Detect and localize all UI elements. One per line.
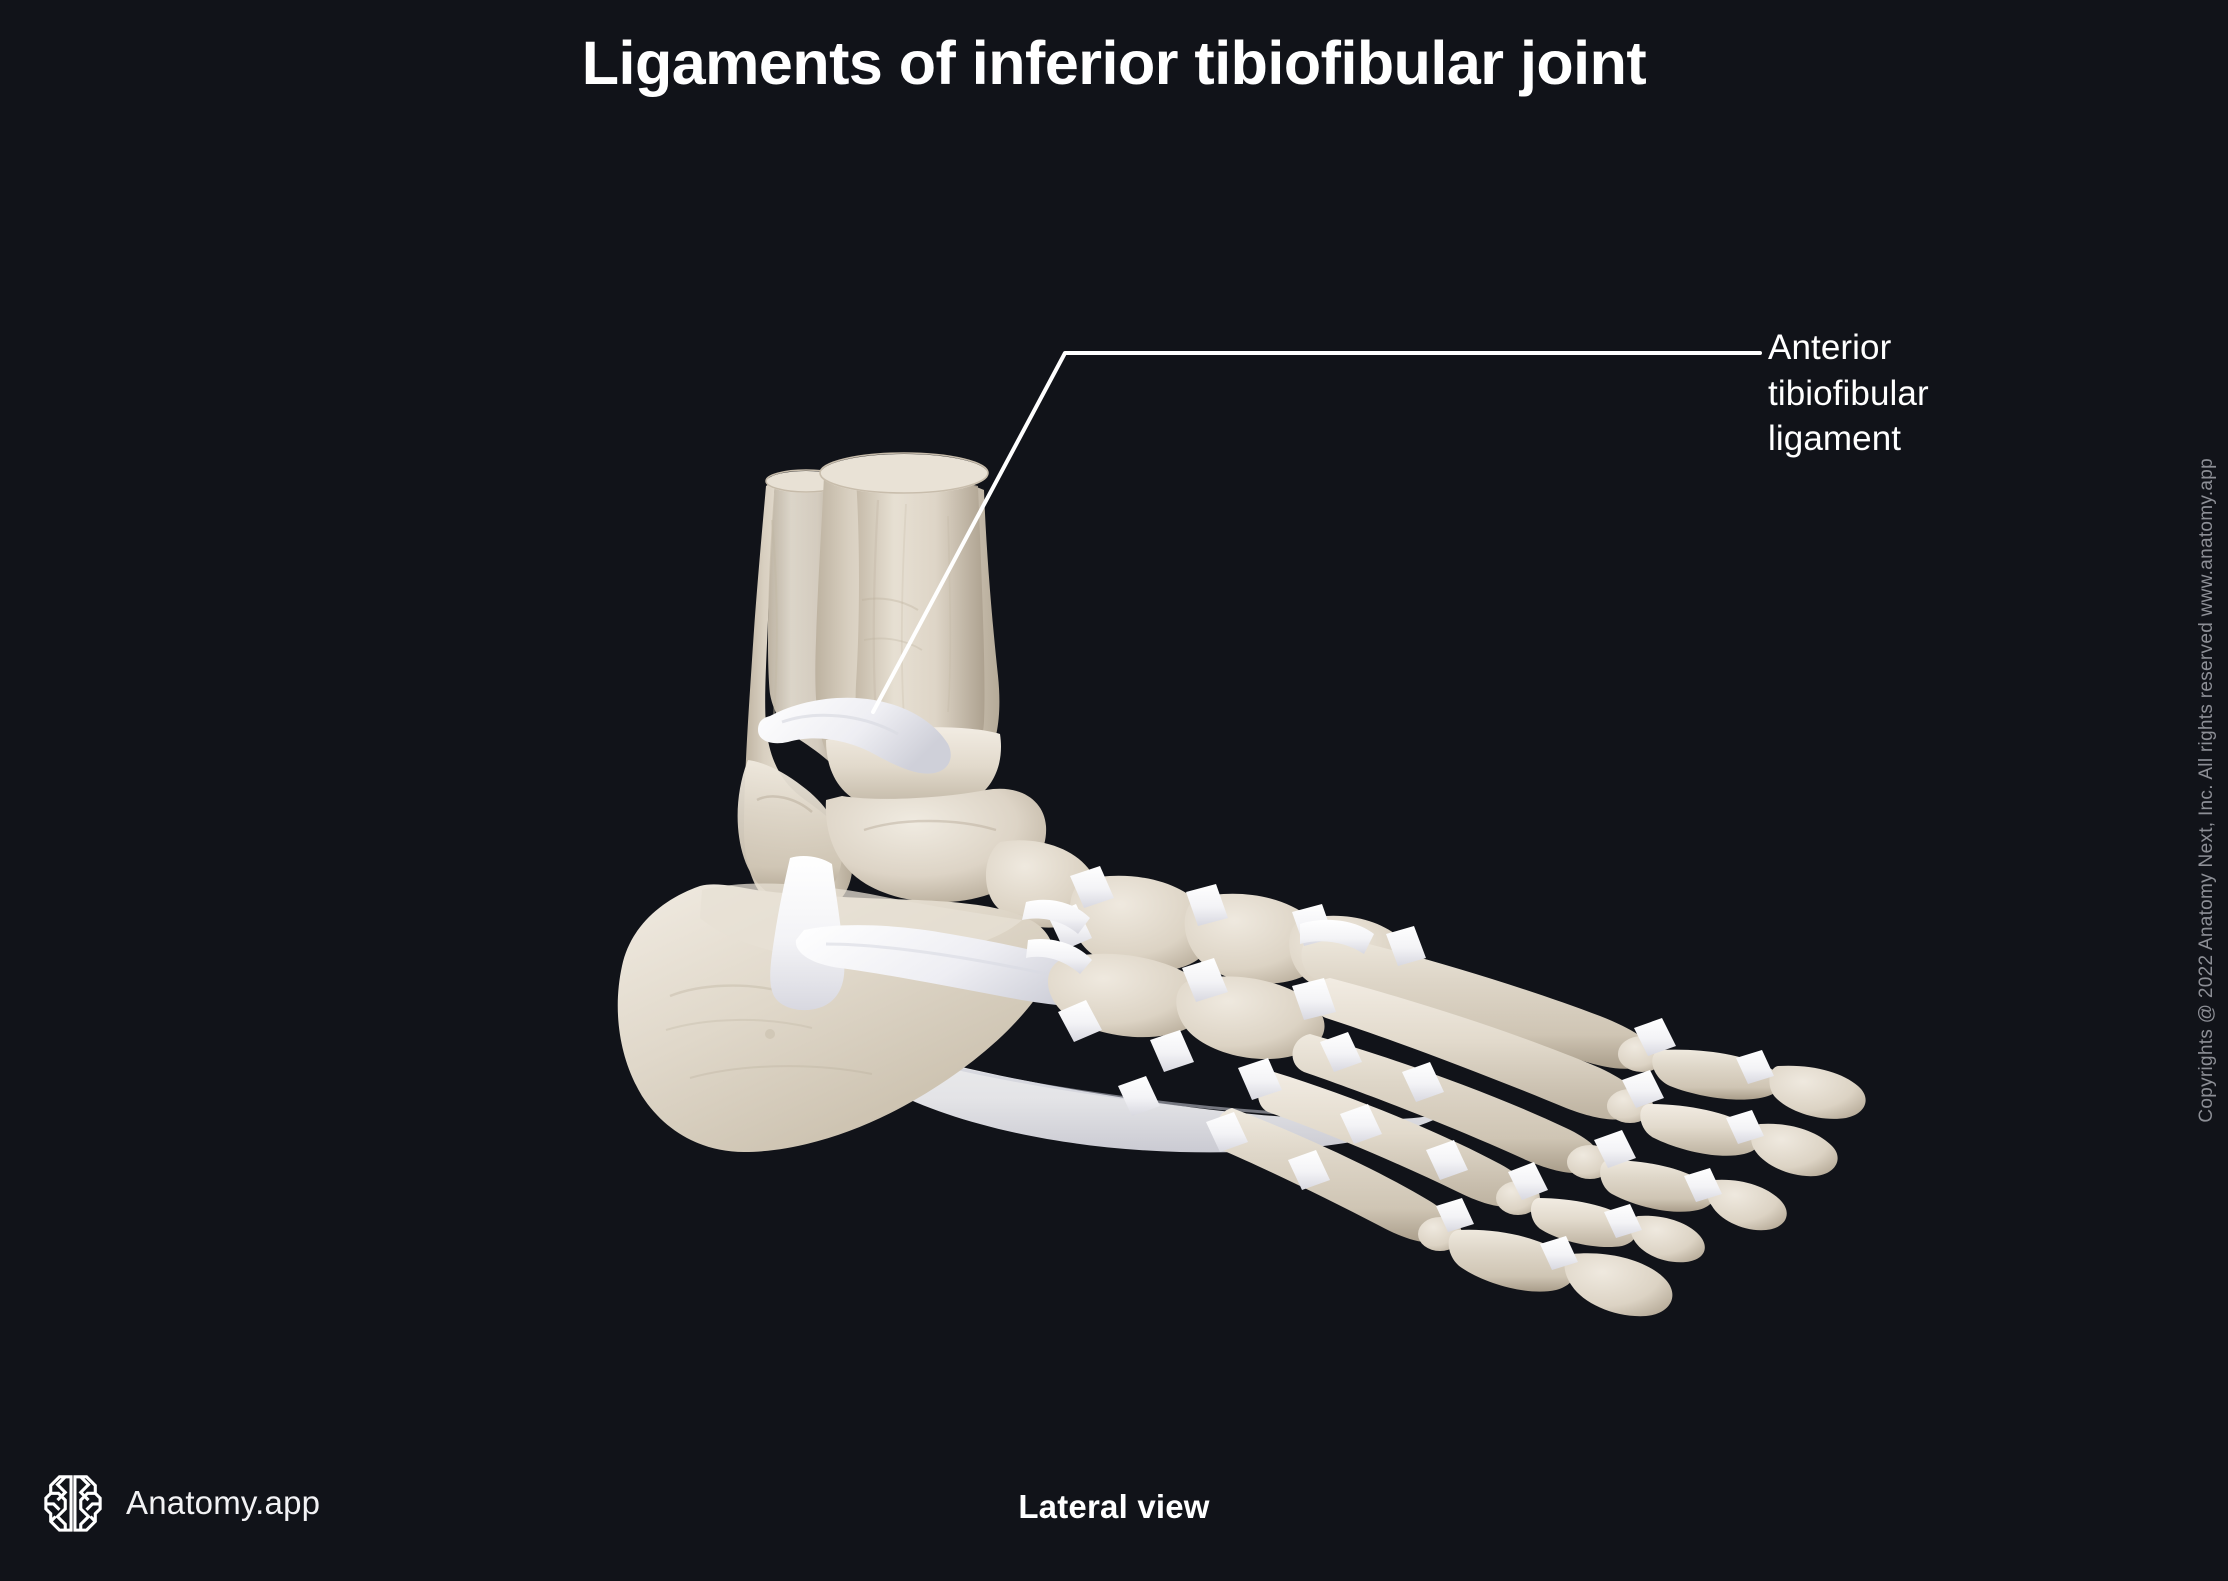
- anatomy-app-logo[interactable]: Anatomy.app: [42, 1472, 320, 1534]
- view-caption: Lateral view: [1018, 1488, 1210, 1525]
- talus-bone: [825, 788, 1098, 928]
- midfoot-ligament-strands: [1022, 899, 1092, 974]
- brain-icon: [44, 1475, 102, 1532]
- tarsal-ligament-bands: [1048, 866, 1774, 1270]
- anterior-talofibular-ligament: [795, 925, 1125, 1007]
- label-line-1: Anterior: [1768, 328, 1892, 367]
- phalanges-bones: [1448, 1049, 1866, 1317]
- label-line-3: ligament: [1768, 419, 1902, 458]
- page-title: Ligaments of inferior tibiofibular joint: [581, 29, 1647, 97]
- logo-wordmark: Anatomy.app: [126, 1484, 321, 1521]
- intermediate-cuneiform-bone: [1176, 976, 1325, 1060]
- label-line-2: tibiofibular: [1768, 373, 1929, 413]
- label-anterior-tibiofibular-ligament: Anterior tibiofibular ligament: [1768, 325, 2098, 462]
- metatarsal-base-ligament: [1300, 919, 1374, 954]
- anterior-tibiofibular-ligament: [758, 697, 951, 774]
